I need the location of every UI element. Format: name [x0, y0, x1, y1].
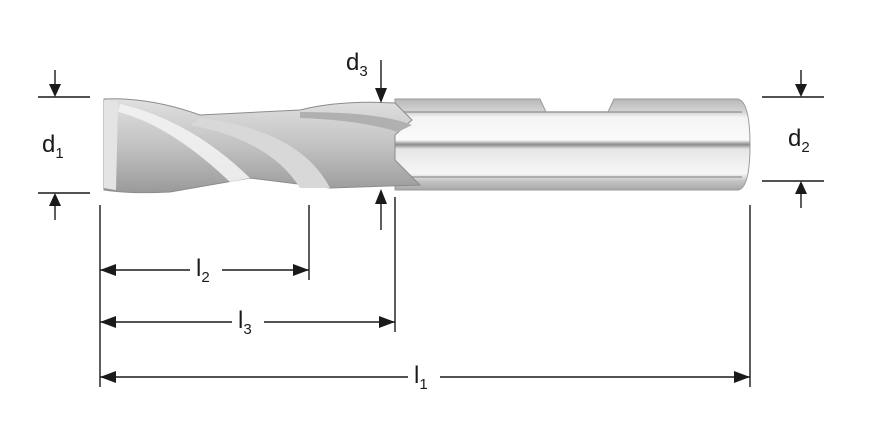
svg-text:l3: l3	[238, 307, 252, 338]
l1-label: l	[414, 362, 419, 389]
arrow-left-icon	[100, 264, 116, 276]
d3-label: d	[346, 49, 359, 76]
d2-subscript: 2	[801, 139, 809, 156]
l3-label: l	[238, 307, 243, 334]
arrow-down-icon	[375, 88, 387, 103]
d3-subscript: 3	[359, 63, 367, 80]
arrow-up-icon	[49, 193, 61, 206]
svg-text:d2: d2	[788, 125, 810, 156]
arrow-right-icon	[293, 264, 309, 276]
arrow-up-icon	[795, 181, 807, 194]
l1-subscript: 1	[419, 376, 427, 393]
arrow-left-icon	[100, 371, 116, 383]
end-mill-tool	[103, 98, 751, 194]
svg-text:l2: l2	[196, 255, 210, 286]
dimension-l1: l1	[100, 362, 750, 393]
l3-subscript: 3	[243, 321, 251, 338]
extension-lines	[99, 197, 751, 387]
svg-text:d3: d3	[346, 49, 368, 80]
l2-subscript: 2	[201, 269, 209, 286]
dimension-d2: d2	[762, 70, 824, 208]
dimension-d3: d3	[346, 49, 387, 230]
arrow-down-icon	[49, 84, 61, 97]
shank	[394, 98, 751, 191]
arrow-right-icon	[734, 371, 750, 383]
arrow-left-icon	[100, 316, 116, 328]
d1-label: d	[42, 131, 55, 158]
d2-label: d	[788, 125, 801, 152]
arrow-right-icon	[379, 316, 395, 328]
svg-text:l1: l1	[414, 362, 428, 393]
arrow-down-icon	[795, 84, 807, 97]
dimension-l2: l2	[100, 255, 309, 286]
l2-label: l	[196, 255, 201, 282]
dimension-d1: d1	[38, 70, 90, 220]
arrow-up-icon	[375, 189, 387, 204]
dimension-l3: l3	[100, 307, 395, 338]
svg-text:d1: d1	[42, 131, 64, 162]
d1-subscript: 1	[55, 145, 63, 162]
